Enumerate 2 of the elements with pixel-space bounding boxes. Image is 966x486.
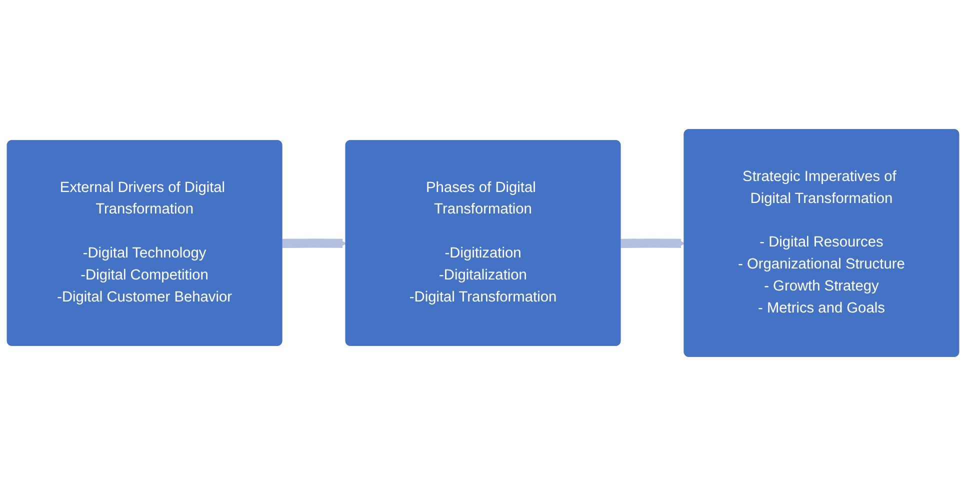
arrow	[620, 238, 686, 248]
arrow	[282, 238, 347, 248]
